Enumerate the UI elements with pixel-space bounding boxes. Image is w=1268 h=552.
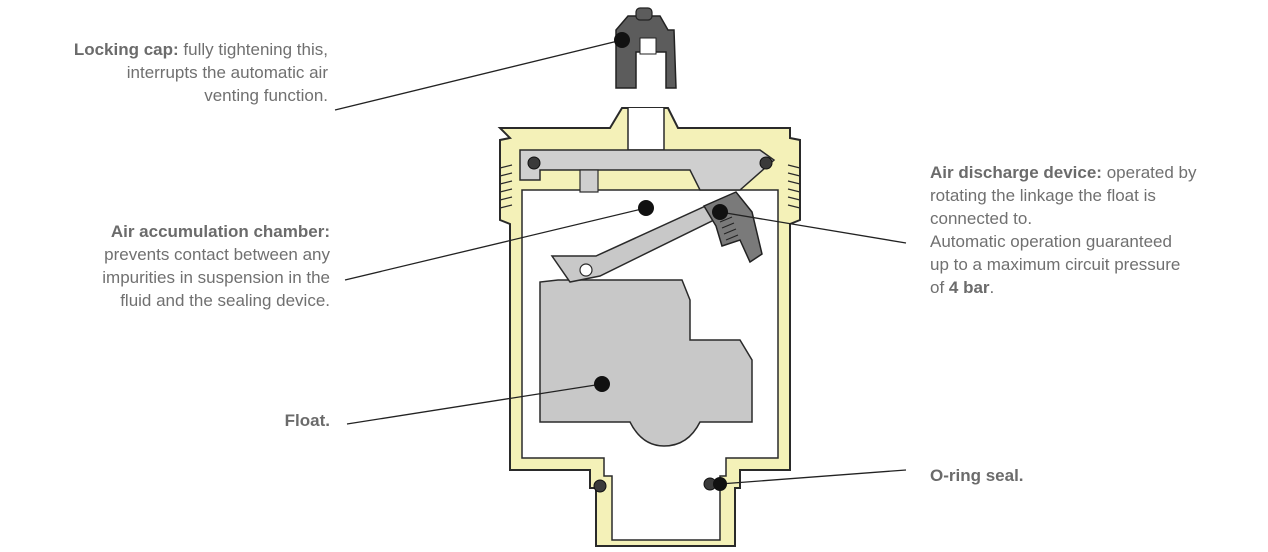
dot-locking-cap xyxy=(614,32,630,48)
air-discharge-text-6-prefix: of xyxy=(930,278,949,297)
upper-oring-right xyxy=(759,156,773,170)
air-discharge-text-6-suffix: . xyxy=(989,278,995,297)
leader-lines xyxy=(334,39,907,485)
leader-air-chamber xyxy=(344,207,647,281)
label-air-chamber: Air accumulation chamber: prevents conta… xyxy=(0,220,330,312)
leader-locking-cap xyxy=(334,39,623,111)
linkage-pivot xyxy=(579,263,593,277)
air-discharge-text-1: operated by xyxy=(1106,163,1197,182)
lower-oring-left xyxy=(593,479,607,493)
label-float: Float. xyxy=(0,409,330,432)
locking-cap-title: Locking cap: xyxy=(73,40,179,59)
leader-o-ring xyxy=(719,469,907,485)
inner-top-plate xyxy=(519,149,776,191)
marker-dots xyxy=(594,32,728,491)
air-discharge-text-3: connected to. xyxy=(930,209,1033,228)
air-chamber-text-2: impurities in suspension in the xyxy=(102,268,330,287)
air-chamber-title: Air accumulation chamber: xyxy=(110,222,330,241)
cap-top-knob xyxy=(635,7,653,21)
label-locking-cap: Locking cap: fully tightening this, inte… xyxy=(0,38,328,107)
cap-inner-slot xyxy=(639,37,657,55)
right-thread xyxy=(787,164,801,209)
label-o-ring: O-ring seal. xyxy=(930,464,1230,487)
leader-float xyxy=(346,383,603,425)
dot-o-ring xyxy=(713,477,727,491)
air-discharge-text-4: Automatic operation guaranteed xyxy=(930,232,1172,251)
o-ring-title: O-ring seal. xyxy=(930,466,1024,485)
neck-channel xyxy=(627,108,665,151)
locking-cap-text-2: interrupts the automatic air xyxy=(126,63,328,82)
air-discharge-title: Air discharge device: xyxy=(930,163,1102,182)
float xyxy=(539,279,753,447)
air-chamber-text-1: prevents contact between any xyxy=(104,245,330,264)
label-air-discharge: Air discharge device: operated by rotati… xyxy=(930,161,1268,299)
left-thread xyxy=(499,164,513,209)
float-title: Float. xyxy=(284,411,330,430)
air-discharge-text-2: rotating the linkage the float is xyxy=(930,186,1156,205)
dot-air-discharge xyxy=(712,204,728,220)
air-chamber-text-3: fluid and the sealing device. xyxy=(120,291,330,310)
locking-cap-text-3: venting function. xyxy=(204,86,328,105)
locking-cap-text-1: fully tightening this, xyxy=(183,40,328,59)
plate-pin xyxy=(579,169,599,193)
dot-float xyxy=(594,376,610,392)
upper-oring-left xyxy=(527,156,541,170)
discharge-spring xyxy=(719,216,739,241)
air-discharge-text-5: up to a maximum circuit pressure xyxy=(930,255,1181,274)
air-discharge-pressure-value: 4 bar xyxy=(948,278,990,297)
leader-air-discharge xyxy=(719,211,907,244)
dot-air-chamber xyxy=(638,200,654,216)
